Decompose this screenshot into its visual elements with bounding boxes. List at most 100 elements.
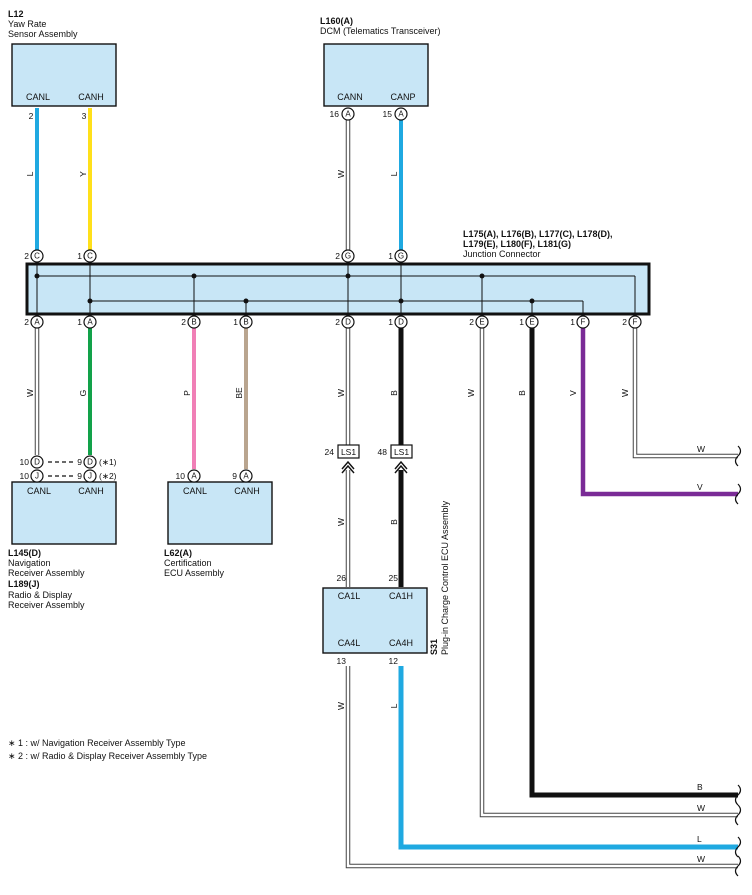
- pin-circle-nav-j10: J: [30, 469, 44, 483]
- nav-pin-canh: CANH: [78, 486, 104, 496]
- nav-box: [11, 481, 117, 545]
- svg-text:E: E: [479, 318, 484, 327]
- svg-text:G: G: [345, 252, 351, 261]
- l62-pin-10: 10: [176, 471, 186, 481]
- l62-box: [167, 481, 273, 545]
- pin-circle-jc-d2: D: [341, 315, 355, 329]
- nav-name-4: Receiver Assembly: [8, 600, 85, 610]
- l160-box: [323, 43, 429, 107]
- wire-label-s31-bl: L: [389, 703, 399, 708]
- wires: [34, 108, 738, 869]
- wire-label-e-b: B: [517, 390, 527, 396]
- s31-pin-ca4h: CA4H: [389, 638, 413, 648]
- pin-circle-jc-f1: F: [576, 315, 590, 329]
- pin-circle-l62-a10: A: [187, 469, 201, 483]
- wire-s31-ca4h: [398, 666, 738, 850]
- jc-pin-d1: 1: [388, 317, 393, 327]
- ls1-pin-48: 48: [378, 447, 388, 457]
- l160-ref: L160(A): [320, 16, 353, 26]
- nav-pin-10a: 10: [20, 457, 30, 467]
- wire-jc-f1: [580, 328, 738, 497]
- ls1-connector-w: LS1: [337, 444, 360, 474]
- s31-pin-ca1h: CA1H: [389, 591, 413, 601]
- ls1-pin-24: 24: [325, 447, 335, 457]
- l62-pin-9: 9: [232, 471, 237, 481]
- out-label-b: B: [697, 782, 703, 792]
- svg-text:LS1: LS1: [341, 447, 356, 457]
- nav-note-2: (∗2): [99, 471, 117, 481]
- l12-name-1: Yaw Rate: [8, 19, 46, 29]
- nav-name-1: Navigation: [8, 558, 51, 568]
- jc-ref-2: L179(E), L180(F), L181(G): [463, 239, 571, 249]
- l160-pin-cann: CANN: [337, 92, 363, 102]
- svg-text:J: J: [88, 472, 92, 481]
- jc-pin-a2: 2: [24, 317, 29, 327]
- pin-circle-jc-b1: B: [239, 315, 253, 329]
- out-label-w2: W: [697, 803, 705, 813]
- svg-text:D: D: [398, 318, 404, 327]
- jc-pin-f1: 1: [570, 317, 575, 327]
- nav-pin-9b: 9: [77, 471, 82, 481]
- s31-name: Plug-in Charge Control ECU Assembly: [440, 500, 450, 655]
- svg-text:F: F: [581, 318, 586, 327]
- nav-note-1: (∗1): [99, 457, 117, 467]
- out-label-v: V: [697, 482, 703, 492]
- l12-pin-canh: CANH: [78, 92, 104, 102]
- svg-text:B: B: [191, 318, 196, 327]
- wire-break-marks: [734, 445, 742, 877]
- s31-pin-12: 12: [389, 656, 399, 666]
- jc-name: Junction Connector: [463, 249, 541, 259]
- wire-jc-f2: [632, 328, 738, 459]
- jc-pin-e1: 1: [519, 317, 524, 327]
- svg-text:F: F: [633, 318, 638, 327]
- svg-text:B: B: [243, 318, 248, 327]
- pin-circle-jc-c1: C: [83, 249, 97, 263]
- svg-text:J: J: [35, 472, 39, 481]
- pin-circle-l62-a9: A: [239, 469, 253, 483]
- svg-text:A: A: [34, 318, 40, 327]
- s31-pin-ca4l: CA4L: [338, 638, 361, 648]
- pin-circle-l160-a2: A: [394, 107, 408, 121]
- pin-circle-jc-b2: B: [187, 315, 201, 329]
- l160-pin-15: 15: [383, 109, 393, 119]
- jc-pin-g1: 1: [388, 251, 393, 261]
- wire-label-d-w: W: [336, 389, 346, 397]
- svg-text:A: A: [345, 110, 351, 119]
- connector-circles: A A C C G G A A B B D D E E F F D D J J …: [30, 107, 642, 483]
- pin-circle-jc-a2: A: [30, 315, 44, 329]
- wire-label-l62-be: BE: [234, 387, 244, 399]
- wire-label-l12-y: Y: [78, 171, 88, 177]
- pin-circle-nav-d10: D: [30, 455, 44, 469]
- jc-pin-g2: 2: [335, 251, 340, 261]
- s31-box: [322, 587, 428, 654]
- svg-text:A: A: [87, 318, 93, 327]
- pin-circle-jc-g1: G: [394, 249, 408, 263]
- pin-circle-nav-j9: J: [83, 469, 97, 483]
- wire-label-nav-g: G: [78, 390, 88, 397]
- jc-pin-d2: 2: [335, 317, 340, 327]
- jc-ref-1: L175(A), L176(B), L177(C), L178(D),: [463, 229, 613, 239]
- svg-text:D: D: [34, 458, 40, 467]
- wire-s31-ca4l: [345, 666, 738, 869]
- footnote-1: ∗ 1 : w/ Navigation Receiver Assembly Ty…: [8, 738, 185, 748]
- wire-jc-e2: [479, 328, 738, 818]
- wire-label-nav-w: W: [25, 389, 35, 397]
- jc-pin-c2: 2: [24, 251, 29, 261]
- pin-circle-l160-a1: A: [341, 107, 355, 121]
- junction-internal-bus: [34, 262, 636, 316]
- wire-label-l160-w: W: [336, 170, 346, 178]
- svg-text:A: A: [398, 110, 404, 119]
- l62-pin-canl: CANL: [183, 486, 207, 496]
- l12-box: [11, 43, 117, 107]
- wire-label-l12-l: L: [25, 171, 35, 176]
- ls1-connector-b: LS1: [390, 444, 413, 474]
- svg-text:LS1: LS1: [394, 447, 409, 457]
- s31-ref: S31: [429, 639, 439, 655]
- nav-ref-1: L145(D): [8, 548, 41, 558]
- jc-pin-c1: 1: [77, 251, 82, 261]
- jc-pin-b1: 1: [233, 317, 238, 327]
- s31-pin-ca1l: CA1L: [338, 591, 361, 601]
- junction-connector-box: [25, 262, 651, 316]
- svg-text:C: C: [34, 252, 40, 261]
